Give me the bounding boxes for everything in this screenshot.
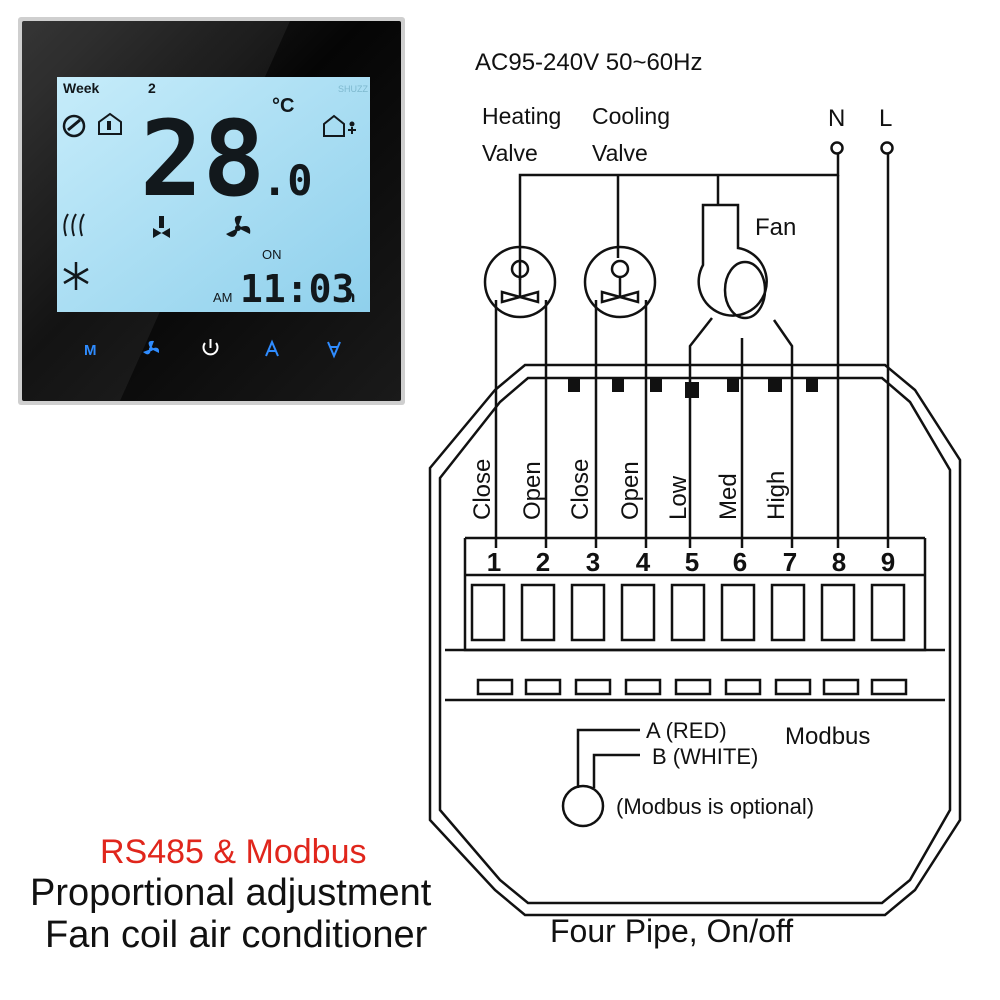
temperature-main: 28 bbox=[140, 98, 265, 220]
terminal-number-7: 7 bbox=[783, 547, 797, 577]
terminal-label-1: Close bbox=[469, 459, 496, 520]
down-button[interactable] bbox=[327, 341, 341, 359]
terminal-number-9: 9 bbox=[881, 547, 895, 577]
heating-valve-symbol bbox=[483, 245, 557, 319]
feature-text: RS485 & Modbus Proportional adjustment F… bbox=[30, 833, 432, 956]
terminal-label-6: Med bbox=[715, 473, 742, 520]
modbus-b-label: B (WHITE) bbox=[652, 744, 758, 769]
modbus-port bbox=[561, 784, 605, 828]
clock-display: 11:03 bbox=[240, 267, 354, 311]
cooling-valve-symbol bbox=[583, 245, 657, 319]
wiring-diagram: AC95-240V 50~60Hz Heating Valve Cooling … bbox=[428, 49, 962, 949]
heating-valve-line1: Heating bbox=[482, 103, 561, 129]
up-button[interactable] bbox=[265, 339, 279, 357]
fan-symbol bbox=[697, 203, 768, 317]
mode-button[interactable]: M bbox=[84, 342, 97, 359]
am-label: AM bbox=[213, 290, 233, 305]
terminal-number-2: 2 bbox=[536, 547, 550, 577]
terminal-number-6: 6 bbox=[733, 547, 747, 577]
lcd-screen bbox=[57, 77, 370, 312]
live-terminal bbox=[880, 141, 894, 155]
valve-icon bbox=[153, 216, 170, 238]
terminal-label-3: Close bbox=[567, 459, 594, 520]
schedule-icon bbox=[62, 114, 86, 138]
on-label: ON bbox=[262, 247, 282, 262]
terminal-label-7: High bbox=[763, 471, 790, 520]
modbus-title: Modbus bbox=[785, 723, 870, 750]
thermostat: Week 2 SHUZZ bbox=[18, 17, 405, 405]
clock-suffix: h bbox=[345, 287, 355, 306]
terminal-number-4: 4 bbox=[636, 547, 651, 577]
fan-label: Fan bbox=[755, 214, 796, 241]
terminal-number-3: 3 bbox=[586, 547, 600, 577]
fan-icon bbox=[226, 215, 251, 237]
neutral-terminal bbox=[830, 141, 844, 155]
modbus-note: (Modbus is optional) bbox=[616, 794, 814, 819]
temperature-decimal: .0 bbox=[262, 156, 313, 205]
cooling-valve-line1: Cooling bbox=[592, 103, 670, 129]
heating-icon bbox=[63, 213, 85, 237]
feature-line-2: Proportional adjustment bbox=[30, 872, 432, 914]
fan-button[interactable] bbox=[143, 340, 160, 355]
away-icon bbox=[323, 114, 356, 137]
week-day: 2 bbox=[148, 80, 156, 96]
home-icon bbox=[98, 112, 122, 135]
diagram-caption: Four Pipe, On/off bbox=[550, 913, 793, 949]
snowflake-icon bbox=[63, 262, 89, 290]
terminal-number-8: 8 bbox=[832, 547, 846, 577]
terminal-number-5: 5 bbox=[685, 547, 699, 577]
terminal-number-1: 1 bbox=[487, 547, 501, 577]
terminal-label-2: Open bbox=[519, 461, 546, 520]
feature-line-3: Fan coil air conditioner bbox=[45, 914, 428, 956]
week-label: Week bbox=[63, 80, 100, 96]
temperature-unit: °C bbox=[272, 95, 294, 117]
terminal-label-5: Low bbox=[665, 475, 692, 520]
terminal-label-4: Open bbox=[617, 461, 644, 520]
feature-line-1: RS485 & Modbus bbox=[100, 833, 367, 871]
heating-valve-line2: Valve bbox=[482, 140, 538, 166]
neutral-label: N bbox=[828, 105, 845, 132]
terminal-housing bbox=[428, 363, 962, 917]
cooling-valve-line2: Valve bbox=[592, 140, 648, 166]
modbus-a-label: A (RED) bbox=[646, 718, 727, 743]
watermark: SHUZZ bbox=[338, 84, 368, 94]
supply-label: AC95-240V 50~60Hz bbox=[475, 49, 702, 76]
power-button[interactable] bbox=[202, 339, 219, 356]
live-label: L bbox=[879, 105, 892, 132]
